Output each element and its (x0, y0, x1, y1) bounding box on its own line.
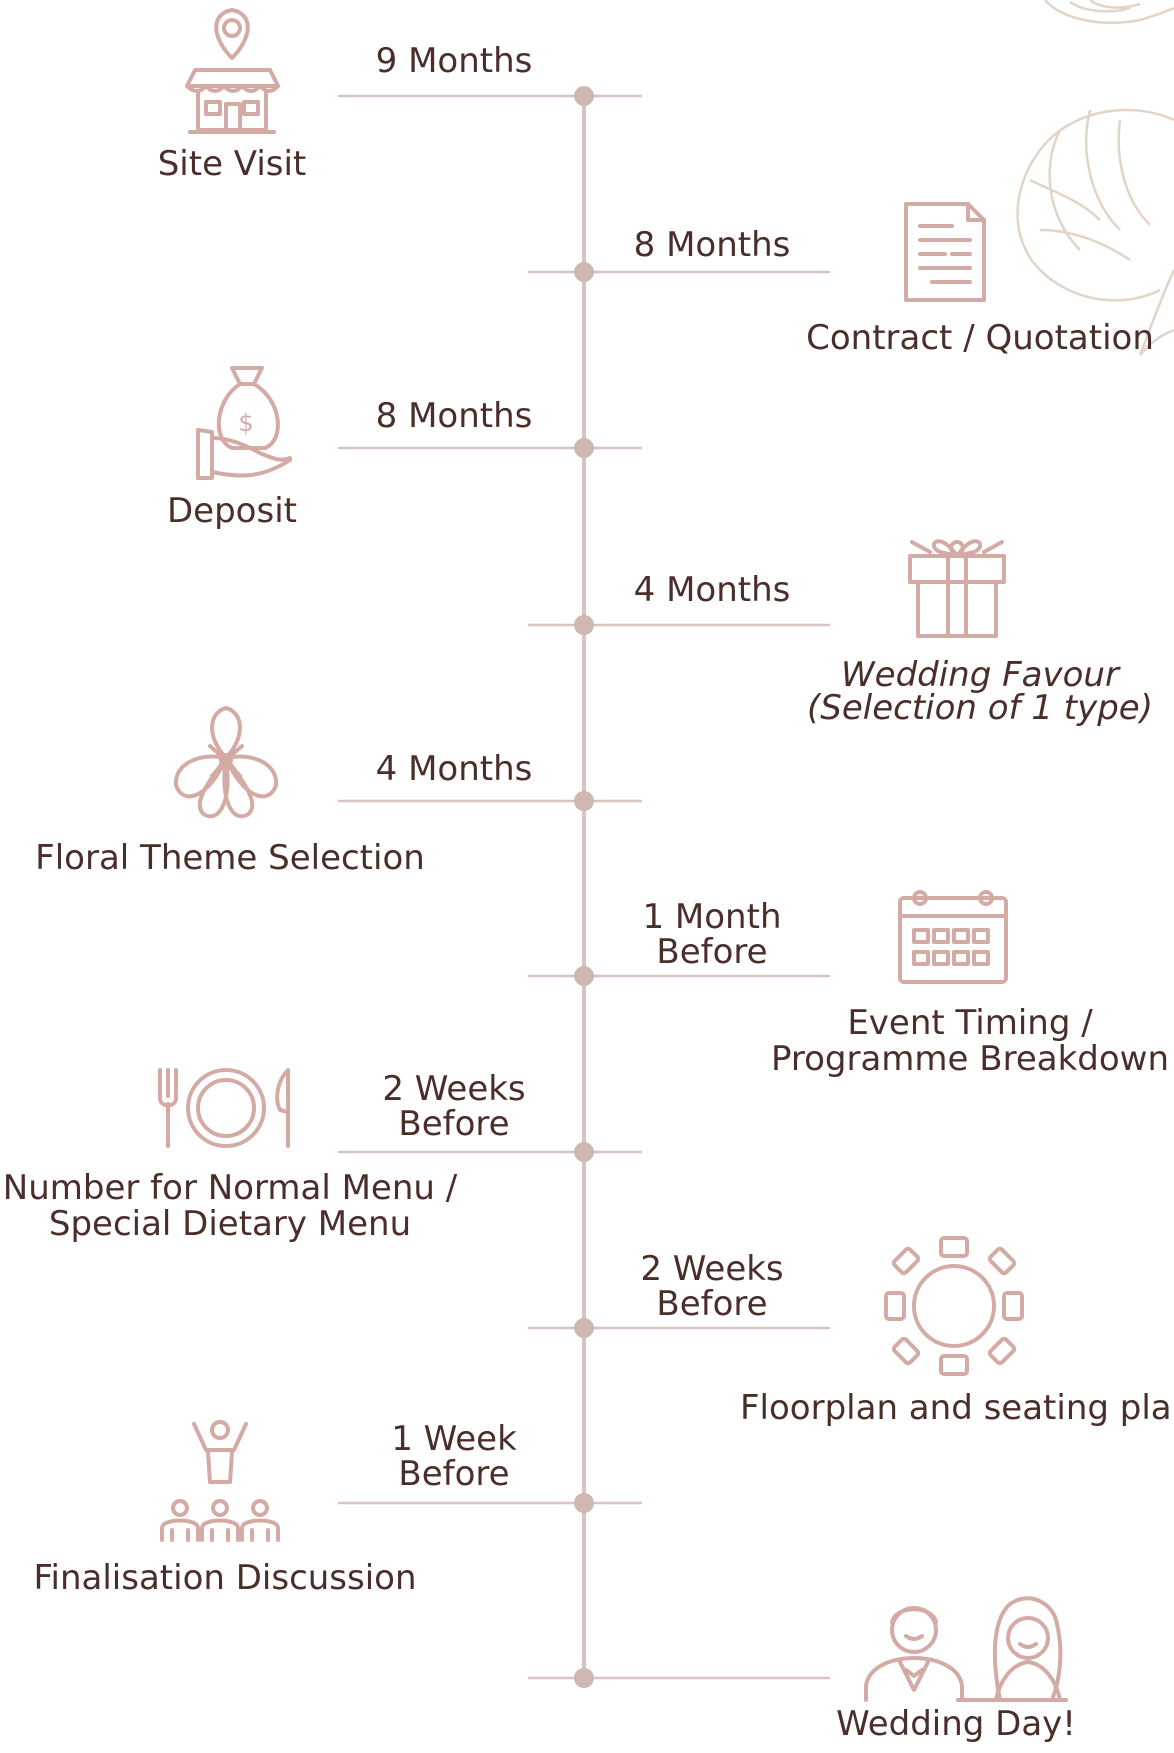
time-label-8: 2 Weeks Before (640, 1249, 784, 1324)
milestone-label-site-visit: Site Visit (157, 144, 307, 184)
round-table-icon (884, 1236, 1024, 1376)
svg-text:$: $ (238, 409, 253, 437)
floral-decoration (1016, 0, 1174, 356)
presenter-audience-icon (160, 1420, 280, 1542)
node-9 (574, 1493, 594, 1513)
time-label-5: 4 Months (375, 749, 533, 789)
time-label-4: 4 Months (633, 570, 791, 610)
time-label-2: 8 Months (633, 225, 791, 265)
milestone-label-finalisation: Finalisation Discussion (33, 1558, 417, 1598)
gift-box-icon (908, 539, 1006, 638)
node-7 (574, 1142, 594, 1162)
milestone-label-event-timing: Event Timing / Programme Breakdown (770, 1003, 1170, 1079)
money-bag-hand-icon: $ (196, 366, 292, 480)
node-6 (574, 966, 594, 986)
bride-groom-icon (864, 1596, 1068, 1702)
milestone-label-wedding-day: Wedding Day! (836, 1704, 1076, 1744)
node-3 (574, 438, 594, 458)
node-5 (574, 791, 594, 811)
milestone-label-contract: Contract / Quotation (806, 318, 1154, 358)
time-label-6: 1 Month Before (642, 897, 782, 972)
calendar-icon (898, 890, 1008, 984)
time-label-9: 1 Week Before (391, 1419, 517, 1494)
node-2 (574, 262, 594, 282)
time-label-3: 8 Months (375, 396, 533, 436)
milestone-label-deposit: Deposit (167, 491, 297, 531)
milestone-label-floral-theme: Floral Theme Selection (35, 838, 425, 878)
node-1 (574, 86, 594, 106)
node-4 (574, 615, 594, 635)
node-8 (574, 1318, 594, 1338)
timeline-nodes (574, 86, 594, 1688)
flower-icon (173, 706, 279, 819)
milestone-label-floorplan: Floorplan and seating plan (740, 1388, 1174, 1428)
shop-pin-icon (185, 8, 280, 134)
node-10 (574, 1668, 594, 1688)
plate-cutlery-icon (158, 1068, 290, 1148)
time-label-7: 2 Weeks Before (382, 1069, 526, 1144)
time-label-1: 9 Months (375, 41, 533, 81)
milestone-label-wedding-favour: Wedding Favour (Selection of 1 type) (807, 655, 1153, 728)
milestone-label-menu: Number for Normal Menu / Special Dietary… (2, 1168, 458, 1244)
document-icon (904, 202, 986, 302)
